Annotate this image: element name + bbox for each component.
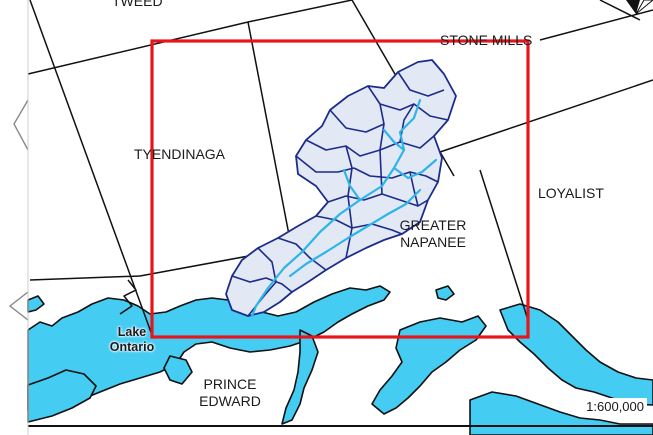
study-extent-rectangle xyxy=(150,39,530,339)
label-lake-ontario-line1: Lake xyxy=(117,325,147,339)
township-boundaries xyxy=(27,0,653,336)
bay-prince-edward xyxy=(163,355,193,385)
lake-ontario-west xyxy=(27,285,391,411)
label-loyalist: LOYALIST xyxy=(538,185,604,201)
bay-small xyxy=(435,285,455,301)
leader-lines xyxy=(8,99,29,321)
label-greater-napanee-line2: NAPANEE xyxy=(400,234,466,250)
watershed-subbasins xyxy=(225,59,457,317)
label-prince-edward-line2: EDWARD xyxy=(199,393,261,409)
bay-east xyxy=(371,315,487,415)
label-tyendinaga: TYENDINAGA xyxy=(134,146,226,162)
watershed-outline xyxy=(225,59,457,317)
streams xyxy=(250,98,438,318)
label-lake-ontario: Lake Ontario xyxy=(102,325,162,355)
label-stone-mills: STONE MILLS xyxy=(440,32,533,48)
water-southeast xyxy=(469,391,653,435)
scale-text: 1:600,000 xyxy=(583,398,647,415)
label-greater-napanee: GREATER NAPANEE xyxy=(388,217,478,251)
label-prince-edward: PRINCE EDWARD xyxy=(180,376,280,410)
label-greater-napanee-line1: GREATER xyxy=(399,217,467,233)
bay-channel xyxy=(281,329,319,425)
label-prince-edward-line1: PRINCE xyxy=(203,376,257,392)
label-tweed: TWEED xyxy=(112,0,163,9)
label-lake-ontario-line2: Ontario xyxy=(109,340,155,354)
channel-east xyxy=(499,303,653,406)
lake-ontario-southwest xyxy=(27,369,97,423)
north-arrow-icon xyxy=(626,0,653,15)
